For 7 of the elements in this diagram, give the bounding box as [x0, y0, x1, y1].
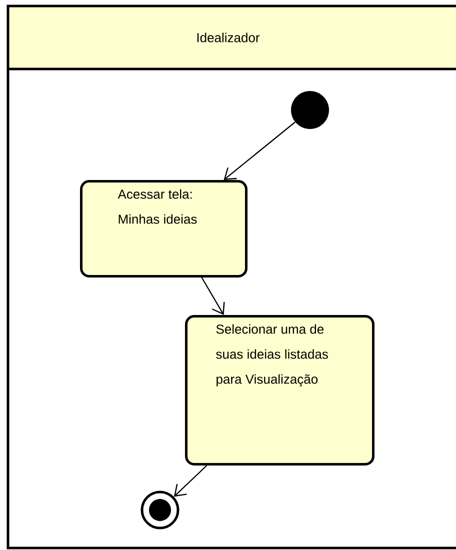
final-node [140, 490, 180, 530]
arrow [174, 465, 208, 497]
initial-node [291, 91, 329, 129]
action-box: Selecionar uma de suas ideias listadas para Visualização [185, 315, 374, 466]
arrow [201, 277, 225, 315]
action-box: Acessar tela: Minhas ideias [80, 180, 248, 278]
arrow [224, 122, 296, 180]
